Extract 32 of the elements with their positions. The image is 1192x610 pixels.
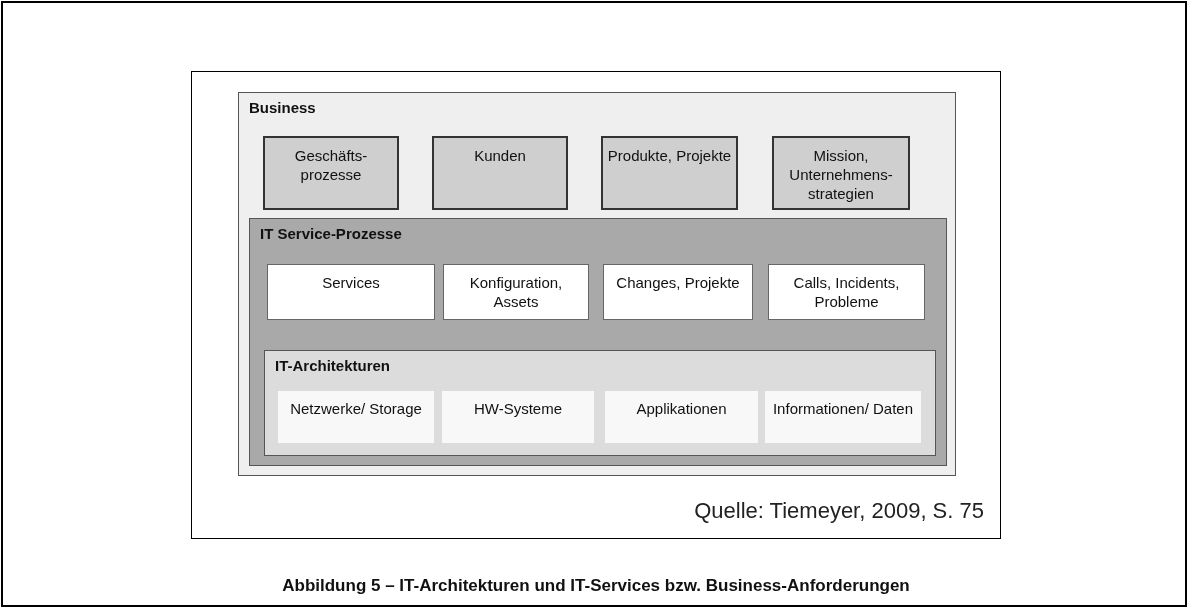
component-box (442, 391, 594, 443)
process-box (603, 264, 753, 320)
service-panel (249, 218, 947, 466)
panel-title: IT-Architekturen (275, 357, 391, 374)
box-label: Produkte, Projekte (606, 146, 733, 165)
component-box (278, 391, 434, 443)
source-note: Quelle: Tiemeyer, 2009, S. 75 (694, 498, 984, 524)
business-box (601, 136, 738, 210)
process-box (267, 264, 435, 320)
box-label: Informationen/ Daten (771, 399, 915, 418)
box-label: Changes, Projekte (615, 273, 741, 292)
panel-title: IT Service-Prozesse (260, 225, 402, 242)
box-label: Services (321, 273, 381, 292)
box-label: Calls, Incidents, Probleme (792, 273, 901, 311)
process-box (443, 264, 589, 320)
component-box (765, 391, 921, 443)
box-label: Konfiguration, Assets (468, 273, 564, 311)
panel-title: Business (249, 99, 316, 116)
box-label: Mission, Unternehmens- strategien (788, 146, 894, 203)
process-box (768, 264, 925, 320)
component-box (605, 391, 758, 443)
box-label: HW-Systeme (472, 399, 564, 418)
architecture-panel (264, 350, 936, 456)
business-panel (238, 92, 956, 476)
figure-caption: Abbildung 5 – IT-Architekturen und IT-Services bzw. Business-Anforderungen (282, 576, 910, 595)
business-box (432, 136, 568, 210)
box-label: Kunden (473, 146, 527, 165)
business-box (772, 136, 910, 210)
box-label: Applikationen (635, 399, 728, 418)
box-label: Netzwerke/ Storage (289, 399, 423, 418)
business-box (263, 136, 399, 210)
box-label: Geschäfts- prozesse (293, 146, 369, 184)
